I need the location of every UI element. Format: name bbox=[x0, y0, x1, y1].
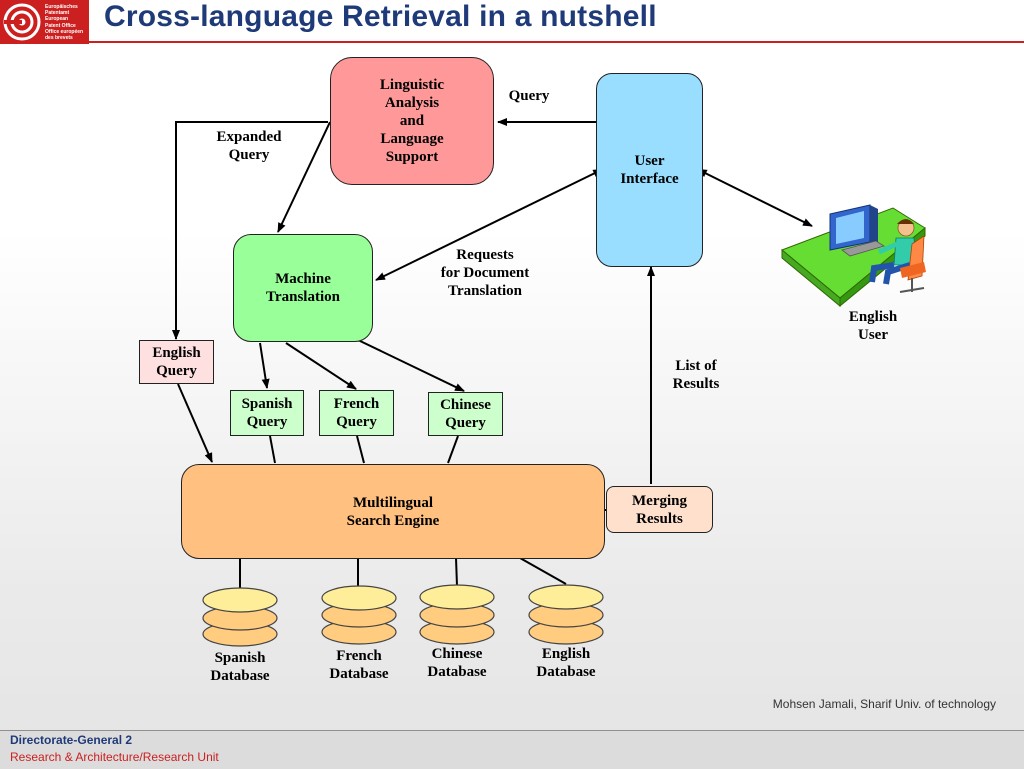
link-engine-chinese-db bbox=[455, 557, 458, 587]
database-label: Spanish Database bbox=[210, 650, 270, 684]
arrow-mt-to-chinese bbox=[357, 339, 465, 392]
english-query-label: English Query bbox=[152, 345, 201, 379]
search-engine-box: Multilingual Search Engine bbox=[181, 464, 605, 559]
epo-emblem-icon bbox=[3, 3, 41, 41]
footer-bar bbox=[0, 730, 1024, 769]
database-chinese bbox=[419, 584, 495, 645]
spanish-query-label: Spanish Query bbox=[241, 396, 293, 430]
database-label: French Database bbox=[329, 648, 389, 682]
database-spanish bbox=[202, 587, 278, 647]
database-label: Chinese Database bbox=[427, 646, 487, 680]
logo-line: European bbox=[45, 16, 69, 23]
french-query-label: French Query bbox=[333, 396, 380, 430]
computer-user-icon bbox=[781, 204, 926, 308]
merging-results-box: Merging Results bbox=[606, 486, 713, 533]
logo-line: Patentamt bbox=[45, 10, 70, 17]
arrow-english-query-to-engine bbox=[177, 383, 213, 463]
database-english bbox=[528, 584, 604, 645]
author-credit: Mohsen Jamali, Sharif Univ. of technolog… bbox=[772, 697, 996, 711]
footer-unit: Research & Architecture/Research Unit bbox=[10, 750, 219, 764]
merging-results-label: Merging Results bbox=[632, 492, 687, 527]
arrow-ui-user bbox=[696, 169, 813, 227]
link-spanish-query-engine bbox=[269, 435, 276, 464]
search-engine-label: Multilingual Search Engine bbox=[346, 494, 440, 529]
machine-translation-box: Machine Translation bbox=[233, 234, 373, 342]
english-query-box: English Query bbox=[139, 340, 214, 384]
link-chinese-query-engine bbox=[447, 435, 459, 464]
list-of-results-label: List of Results bbox=[672, 358, 720, 392]
expanded-query-label: Expanded Query bbox=[216, 129, 282, 163]
arrow-mt-to-french bbox=[285, 342, 357, 390]
database-label: English Database bbox=[536, 646, 596, 680]
footer-directorate: Directorate-General 2 bbox=[10, 733, 133, 747]
chinese-query-label: Chinese Query bbox=[440, 397, 491, 431]
linguistic-analysis-label: Linguistic Analysis and Language Support bbox=[379, 77, 445, 165]
french-query-box: French Query bbox=[319, 390, 394, 436]
requests-label: Requests for Document Translation bbox=[440, 247, 530, 299]
arrow-mt-to-spanish bbox=[259, 342, 270, 389]
logo-line: Patent Office bbox=[45, 22, 76, 29]
epo-logo: Europäisches Patentamt European Patent O… bbox=[0, 0, 89, 44]
arrow-expanded-query bbox=[172, 121, 328, 340]
database-french bbox=[321, 585, 397, 645]
epo-logo-text: Europäisches Patentamt European Patent O… bbox=[45, 4, 83, 41]
query-label: Query bbox=[508, 88, 550, 104]
logo-line: Office européen bbox=[45, 28, 84, 35]
link-engine-english-db bbox=[519, 557, 567, 585]
arrow-ui-mt-requests bbox=[375, 169, 604, 281]
english-user-label: English User bbox=[848, 309, 898, 343]
chinese-query-box: Chinese Query bbox=[428, 392, 503, 436]
machine-translation-label: Machine Translation bbox=[266, 271, 340, 305]
spanish-query-box: Spanish Query bbox=[230, 390, 304, 436]
linguistic-analysis-box: Linguistic Analysis and Language Support bbox=[330, 57, 494, 185]
title-divider bbox=[89, 41, 1024, 43]
link-french-query-engine bbox=[356, 435, 365, 464]
logo-line: des brevets bbox=[45, 35, 73, 42]
user-interface-label: User Interface bbox=[620, 153, 679, 187]
user-interface-box: User Interface bbox=[596, 73, 703, 267]
arrow-linguistic-to-mt bbox=[277, 121, 331, 233]
page-title: Cross-language Retrieval in a nutshell bbox=[104, 0, 657, 33]
logo-line: Europäisches bbox=[45, 4, 78, 10]
